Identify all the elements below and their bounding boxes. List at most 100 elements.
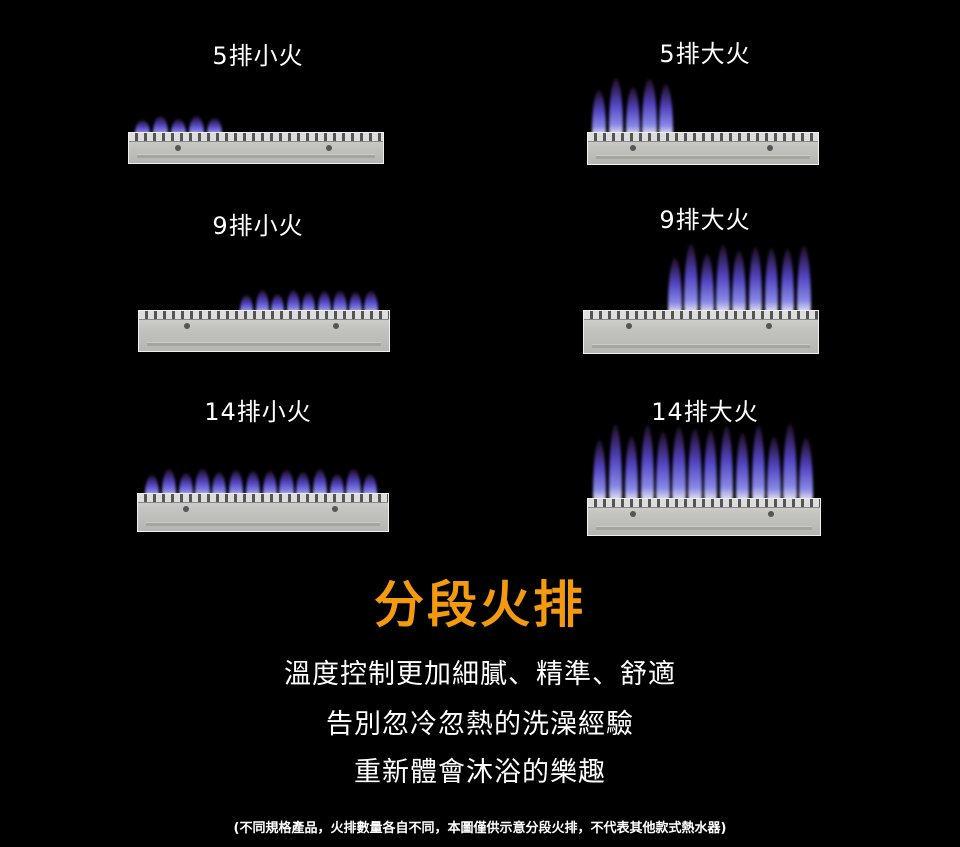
flame — [668, 258, 682, 314]
page-title: 分段火排 — [374, 576, 586, 634]
description-line-2: 告別忽冷忽熱的洗澡經驗 — [326, 709, 634, 740]
flame — [262, 471, 277, 497]
screw-icon — [765, 323, 772, 329]
screw-icon — [766, 145, 773, 151]
flame — [207, 118, 223, 136]
screw-icon — [629, 145, 636, 151]
panel-label-14-low: 14排小火 — [204, 398, 312, 426]
screw-icon — [333, 323, 340, 329]
flame — [333, 291, 347, 314]
burner-rib — [137, 154, 375, 158]
flame — [780, 249, 795, 314]
flame — [704, 429, 718, 502]
panel-label-5-low: 5排小火 — [212, 42, 304, 70]
flame — [302, 292, 316, 314]
flame — [764, 248, 779, 314]
burner-grate — [138, 494, 388, 503]
flame — [640, 425, 655, 502]
flame — [716, 245, 731, 314]
flame — [608, 424, 623, 502]
burner-grate — [584, 311, 818, 320]
flame — [189, 116, 205, 136]
burner-rib — [596, 526, 812, 530]
flame — [178, 473, 193, 497]
flame — [212, 471, 227, 497]
flame — [700, 254, 714, 314]
flame — [796, 245, 811, 314]
burner-14-high — [587, 498, 821, 536]
flame — [659, 83, 674, 136]
flame — [751, 424, 766, 502]
flame — [593, 439, 607, 502]
panel-label-14-high: 14排大火 — [651, 398, 759, 426]
flame — [688, 428, 702, 502]
panel-label-9-high: 9排大火 — [659, 206, 751, 234]
flame — [642, 78, 657, 136]
screw-icon — [175, 145, 182, 151]
flame — [346, 469, 361, 497]
flame — [296, 472, 311, 497]
description-line-3: 重新體會沐浴的樂趣 — [354, 757, 606, 788]
description-line-1: 溫度控制更加細膩、精準、舒適 — [284, 659, 676, 690]
flame — [767, 437, 781, 502]
burner-grate — [588, 133, 818, 142]
flame — [312, 469, 328, 497]
flame — [240, 294, 254, 314]
flame — [329, 473, 344, 497]
flame — [195, 469, 210, 497]
screw-icon — [184, 323, 191, 329]
burner-5-high-flames — [592, 74, 676, 136]
flame — [145, 474, 160, 497]
screw-icon — [183, 506, 190, 512]
flame — [735, 433, 750, 502]
flame — [153, 116, 169, 136]
flame — [228, 470, 244, 497]
flame — [364, 290, 378, 314]
burner-5-low — [128, 132, 384, 164]
flame — [255, 290, 269, 314]
burner-rib — [146, 522, 380, 526]
flame — [732, 251, 747, 314]
flame — [672, 427, 686, 502]
flame — [656, 431, 670, 502]
burner-rib — [592, 344, 810, 348]
flame — [271, 293, 285, 314]
disclaimer-note: (不同規格產品，火排數量各自不同，本圖僅供示意分段火排，不代表其他款式熱水器) — [233, 821, 727, 836]
burner-9-high-flames — [668, 240, 813, 314]
flame — [624, 435, 639, 502]
burner-14-high-flames — [593, 420, 815, 502]
panel-label-5-high: 5排大火 — [659, 40, 751, 68]
burner-grate — [129, 133, 383, 142]
flame — [348, 291, 363, 314]
screw-icon — [768, 511, 775, 517]
flame — [171, 118, 187, 136]
flame — [783, 424, 797, 502]
flame — [161, 469, 177, 497]
burner-grate — [139, 311, 389, 320]
flame — [286, 290, 300, 314]
screw-icon — [630, 511, 637, 517]
flame — [317, 290, 331, 314]
flame — [279, 469, 294, 497]
burner-14-low — [137, 493, 389, 532]
flame — [799, 437, 813, 502]
screw-icon — [332, 506, 339, 512]
flame — [748, 246, 763, 314]
screw-icon — [626, 323, 633, 329]
burner-grate — [588, 499, 820, 508]
flame — [592, 89, 607, 136]
panel-label-9-low: 9排小火 — [212, 212, 304, 240]
burner-14-low-flames — [145, 465, 380, 497]
burner-5-high — [587, 132, 819, 165]
burner-9-low-flames — [240, 286, 380, 314]
flame — [245, 470, 260, 497]
flame — [684, 244, 698, 314]
flame — [625, 86, 640, 136]
burner-rib — [596, 155, 810, 159]
burner-9-low — [138, 310, 390, 352]
burner-rib — [147, 342, 381, 346]
screw-icon — [326, 145, 333, 151]
flame — [719, 426, 734, 502]
flame — [608, 78, 624, 136]
burner-9-high — [583, 310, 819, 354]
